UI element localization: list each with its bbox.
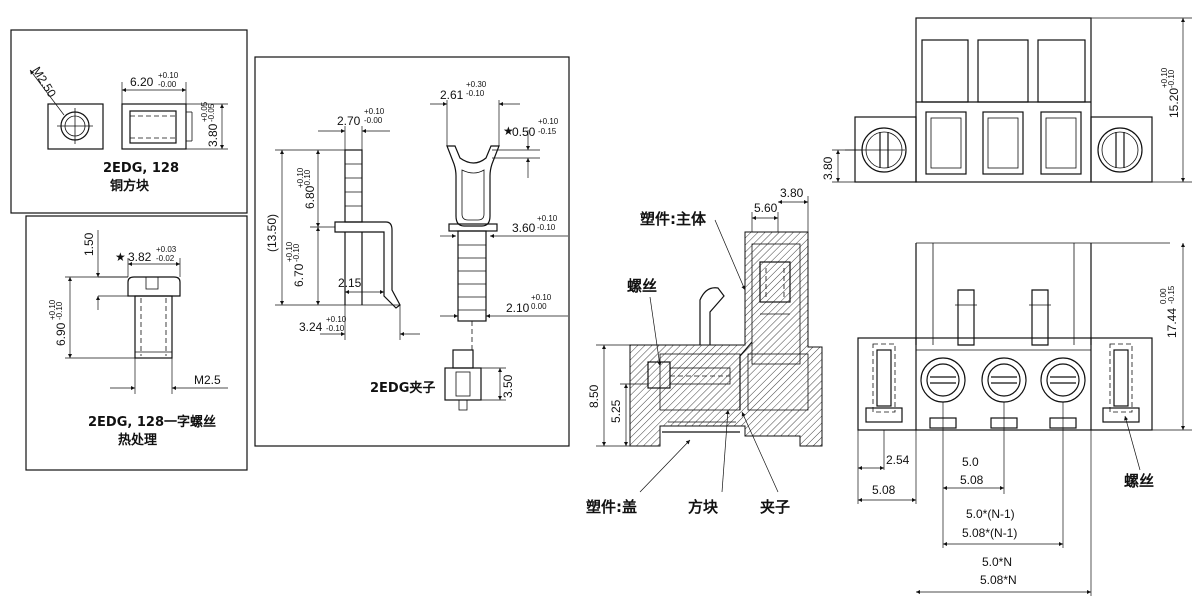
clip-pin-tol-dn: 0.00: [531, 302, 547, 311]
bottom-view: 17.44 0.00 -0.15 螺丝 2.54 5.0 5.08 5.08 5…: [857, 242, 1192, 596]
section-label-screw: 螺丝: [627, 277, 657, 295]
screw-star-dim: 3.82: [128, 250, 152, 264]
clip-panel: 2.70 +0.10 -0.00 6.80 +0.10 -0.10 (13.50…: [254, 56, 570, 447]
bottom-flange-dim: 5.08: [872, 483, 896, 497]
front-height-tol-up: +0.10: [1160, 67, 1169, 88]
section-label-body: 塑件:主体: [640, 210, 707, 228]
clip-upper-dim: 6.80: [303, 185, 317, 209]
clip-width-dim: 2.70: [337, 114, 361, 128]
section-label-clip: 夹子: [760, 498, 790, 516]
section-label-block: 方块: [688, 498, 719, 516]
clip-open-tol-dn: -0.10: [466, 89, 485, 98]
clip-total-dim: (13.50): [265, 214, 279, 252]
bottom-total-a: 5.0*N: [982, 555, 1012, 569]
screw-panel: 1.50 ★ 3.82 +0.03 -0.02 6.90 +0.10 -0.10…: [25, 215, 248, 471]
section-outer-width: 3.80: [780, 186, 804, 200]
bottom-height-tol-up: 0.00: [1159, 288, 1168, 304]
bottom-span-a: 5.0*(N-1): [966, 507, 1015, 521]
clip-lower-tol-dn: -0.10: [292, 243, 301, 262]
front-flange-dim: 3.80: [821, 156, 835, 180]
clip-upper-tol-up: +0.10: [296, 167, 305, 188]
front-height-tol-dn: -0.10: [1167, 69, 1176, 88]
screw-length-dim: 6.90: [54, 322, 68, 346]
screw-star-mark: ★: [115, 250, 126, 264]
clip-open-tol-up: +0.30: [466, 80, 487, 89]
section-inner-height: 5.25: [609, 399, 623, 423]
bottom-offset-dim: 2.54: [886, 453, 910, 467]
screw-length-tol-dn: -0.10: [55, 301, 64, 320]
copper-width-dim: 6.20: [130, 75, 154, 89]
section-height-dim: 8.50: [587, 384, 601, 408]
clip-frame: [254, 56, 570, 447]
clip-thick-star: ★: [503, 124, 514, 138]
clip-block-dim: 3.50: [501, 374, 515, 398]
bottom-label-screw: 螺丝: [1124, 472, 1154, 490]
copper-caption-part: 铜方块: [109, 178, 150, 194]
bottom-pitch-b: 5.08: [960, 473, 984, 487]
clip-thick-dim: 0.50: [512, 125, 536, 139]
clip-pin-tol-up: +0.10: [531, 293, 552, 302]
copper-width-tol-dn: -0.00: [158, 80, 177, 89]
clip-open-dim: 2.61: [440, 88, 464, 102]
screw-frame: [25, 215, 248, 471]
bottom-pitch-a: 5.0: [962, 455, 979, 469]
bottom-total-b: 5.08*N: [980, 573, 1017, 587]
screw-length-tol-up: +0.10: [48, 299, 57, 320]
screw-thread-label: M2.5: [194, 373, 221, 387]
screw-caption-part: 热处理: [118, 432, 157, 448]
front-height-dim: 15.20: [1167, 88, 1181, 118]
section-inner-width: 5.60: [754, 201, 778, 215]
clip-base-dim: 3.24: [299, 320, 323, 334]
copper-block-panel: M2.50 6.20 +0.10 -0.00 3.80 +0.05 -0.05 …: [10, 29, 248, 214]
bottom-span-b: 5.08*(N-1): [962, 526, 1017, 540]
screw-star-tol-up: +0.03: [156, 245, 177, 254]
clip-caption: 2EDG夹子: [370, 380, 435, 396]
copper-thread-label: M2.50: [29, 64, 59, 100]
screw-star-tol-dn: -0.02: [156, 254, 175, 263]
copper-block-frame: [10, 29, 248, 214]
front-view: 3.80 15.20 +0.10 -0.10: [821, 17, 1192, 183]
clip-body-tol-up: +0.10: [537, 214, 558, 223]
copper-width-tol-up: +0.10: [158, 71, 179, 80]
bottom-height-tol-dn: -0.15: [1167, 285, 1176, 304]
clip-thick-tol-dn: -0.15: [538, 127, 557, 136]
clip-body-dim: 3.60: [512, 221, 536, 235]
copper-height-tol-dn: -0.05: [207, 103, 216, 122]
copper-caption-model: 2EDG, 128: [103, 161, 179, 176]
section-label-cover: 塑件:盖: [586, 498, 637, 516]
screw-caption-model: 2EDG, 128一字螺丝: [88, 414, 216, 430]
screw-head-dim: 1.50: [82, 232, 96, 256]
section-view: 5.60 3.80 8.50 5.25 塑件:主体 螺丝 塑件:盖 方块 夹子: [586, 186, 823, 516]
clip-upper-tol-dn: -0.10: [303, 169, 312, 188]
clip-width-tol-dn: -0.00: [364, 116, 383, 125]
clip-lower-dim: 6.70: [292, 263, 306, 287]
clip-inner-dim: 2.15: [338, 276, 362, 290]
copper-height-tol-up: +0.05: [200, 101, 209, 122]
clip-body-tol-dn: -0.10: [537, 223, 556, 232]
bottom-height-dim: 17.44: [1165, 308, 1179, 338]
clip-thick-tol-up: +0.10: [538, 117, 559, 126]
clip-base-tol-dn: -0.10: [326, 324, 345, 333]
clip-pin-dim: 2.10: [506, 301, 530, 315]
copper-height-dim: 3.80: [206, 123, 220, 147]
clip-width-tol-up: +0.10: [364, 107, 385, 116]
clip-base-tol-up: +0.10: [326, 315, 347, 324]
clip-lower-tol-up: +0.10: [285, 241, 294, 262]
